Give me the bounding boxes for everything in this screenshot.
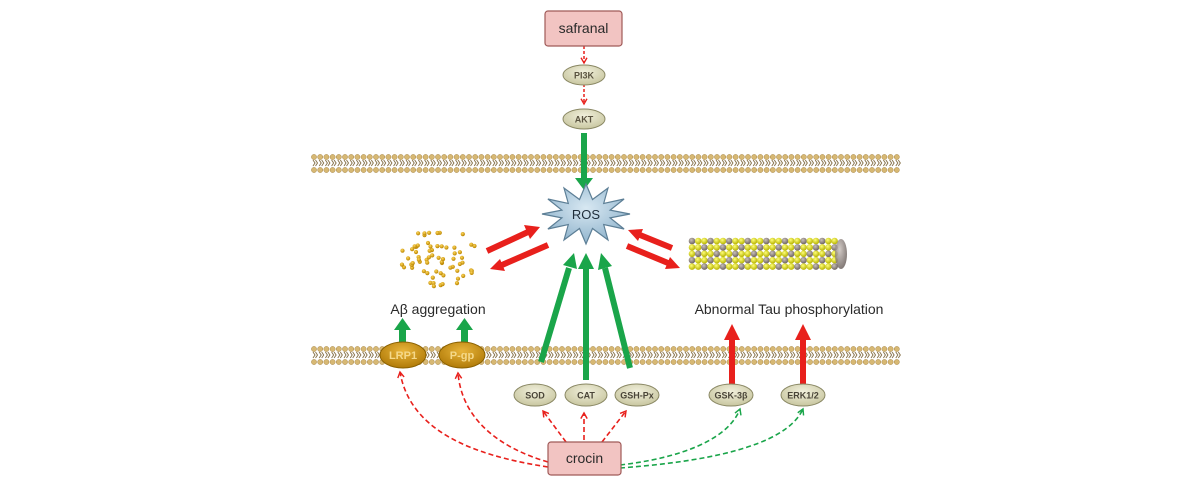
pi3k-node[interactable]: PI3K (562, 64, 606, 86)
gshpx-node[interactable]: GSH-Px (614, 383, 660, 407)
sod-node[interactable]: SOD (513, 383, 557, 407)
crocin-red-dashed-arrows (397, 370, 627, 468)
akt-node[interactable]: AKT (562, 108, 606, 130)
ros-abeta-double-arrow (485, 225, 550, 271)
gsk3b-node[interactable]: GSK-3β (708, 383, 754, 407)
erk-node[interactable]: ERK1/2 (780, 383, 826, 407)
abeta-aggregation-label: Aβ aggregation (390, 301, 485, 317)
sod-label: SOD (525, 391, 545, 401)
cell-membrane-top (311, 154, 901, 173)
safranal-label: safranal (559, 20, 609, 36)
pgp-label: P-gp (450, 350, 475, 362)
cat-node[interactable]: CAT (564, 383, 608, 407)
lrp1-label: LRP1 (389, 350, 417, 362)
abeta-aggregate-dots (399, 230, 477, 289)
kinase-to-tau-arrows (724, 324, 811, 385)
tau-fibril (688, 237, 847, 270)
erk-label: ERK1/2 (787, 391, 819, 401)
ros-tau-double-arrow (625, 229, 680, 269)
gshpx-label: GSH-Px (620, 391, 654, 401)
antioxidant-to-ros-arrows (538, 253, 633, 380)
ros-label: ROS (572, 207, 601, 222)
pi3k-label: PI3K (574, 71, 595, 81)
cat-label: CAT (577, 391, 595, 401)
transporter-to-abeta-arrows (394, 318, 473, 343)
safranal-box[interactable]: safranal (544, 10, 623, 47)
ros-starburst (541, 182, 631, 246)
crocin-box[interactable]: crocin (547, 441, 622, 476)
crocin-label: crocin (566, 450, 603, 466)
lrp1-node[interactable]: LRP1 (379, 341, 427, 369)
gsk3b-label: GSK-3β (715, 391, 749, 401)
akt-label: AKT (575, 115, 594, 125)
tau-phosphorylation-label: Abnormal Tau phosphorylation (695, 301, 884, 317)
pgp-node[interactable]: P-gp (438, 341, 486, 369)
crocin-green-dashed-arrows (619, 407, 805, 469)
akt-to-ros-arrow (575, 133, 593, 190)
